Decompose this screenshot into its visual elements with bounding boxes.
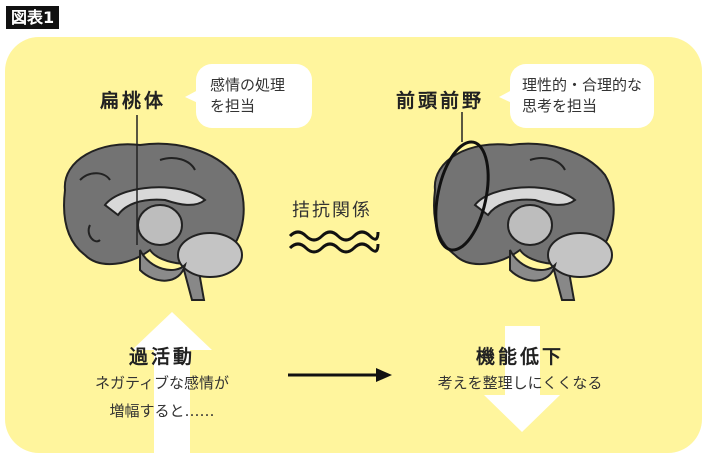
prefrontal-label: 前頭前野 — [396, 90, 485, 112]
brain-right-illustration — [433, 142, 615, 301]
left-state-title: 過活動 — [128, 346, 195, 368]
down-arrow — [484, 326, 560, 432]
bubble-line: 理性的・合理的な — [522, 76, 643, 94]
relation-label: 拮抗関係 — [292, 200, 372, 221]
speech-bubble-right — [499, 64, 654, 128]
up-arrow — [132, 312, 212, 455]
left-state-line: 増幅すると…… — [109, 402, 215, 420]
bubble-line: 感情の処理 — [210, 76, 286, 94]
amygdala-bubble-text: 感情の処理 を担当 — [210, 75, 285, 117]
amygdala-label: 扁桃体 — [100, 90, 167, 112]
left-state: 過活動 ネガティブな感情が 増幅すると…… — [42, 342, 282, 425]
left-state-line: ネガティブな感情が — [94, 374, 230, 392]
prefrontal-bubble-text: 理性的・合理的な 思考を担当 — [522, 75, 642, 117]
right-state-line: 考えを整理しにくくなる — [437, 374, 603, 392]
right-state: 機能低下 考えを整理しにくくなる — [400, 342, 640, 397]
antagonism-wave-icon — [288, 230, 380, 254]
bubble-line: 思考を担当 — [522, 97, 598, 115]
brain-left-illustration — [63, 142, 245, 301]
bubble-line: を担当 — [210, 97, 256, 115]
right-state-title: 機能低下 — [475, 346, 564, 368]
right-arrow-icon — [288, 368, 392, 382]
speech-bubble-left — [185, 64, 312, 128]
prefrontal-highlight-ellipse — [434, 140, 490, 252]
figure-label: 図表1 — [6, 6, 60, 29]
